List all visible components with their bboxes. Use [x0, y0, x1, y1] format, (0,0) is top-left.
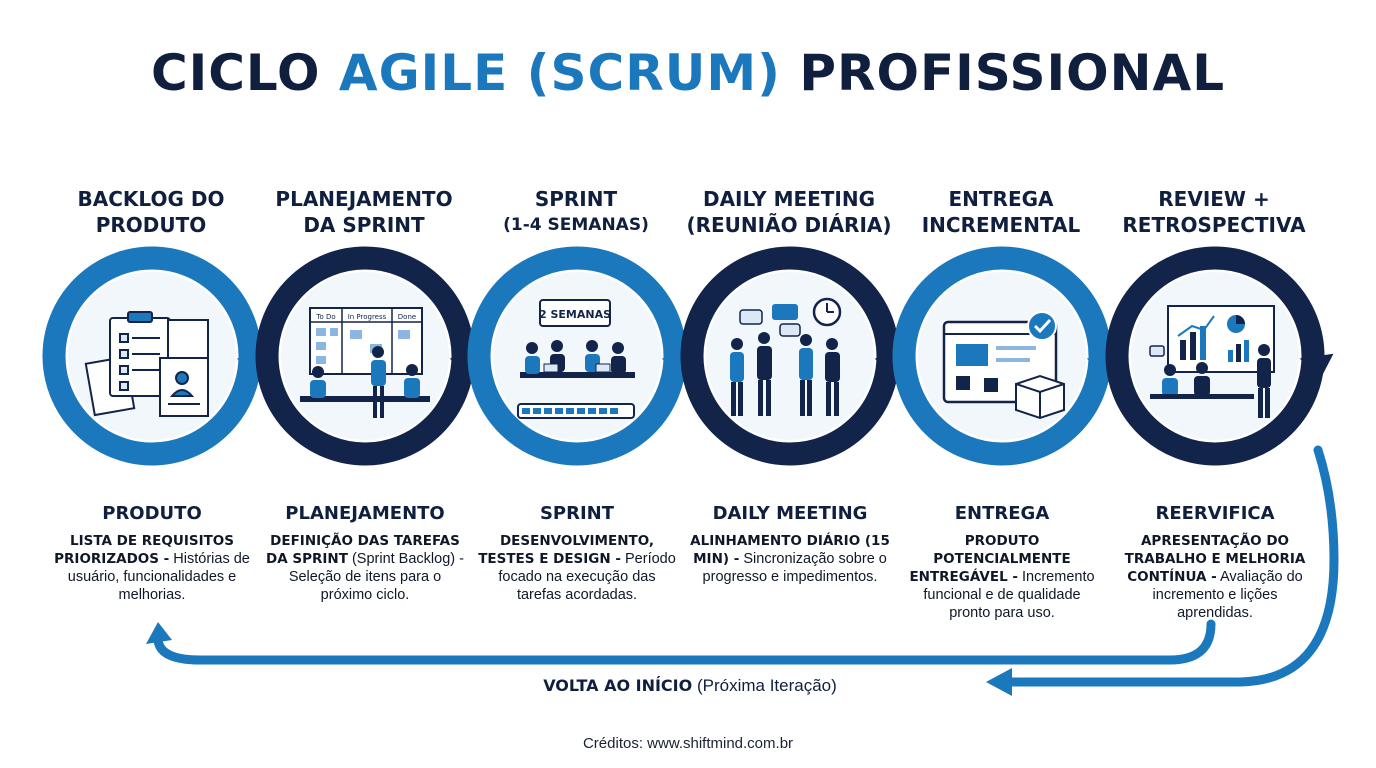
- stage-bold-text: PRODUTO POTENCIALMENTE ENTREGÁVEL -: [909, 533, 1071, 585]
- stage-heading: SPRINT: [539, 503, 615, 524]
- stage-description-backlog: PRODUTO LISTA DE REQUISITOS PRIORIZADOS …: [52, 502, 252, 604]
- stage-description-daily: DAILY MEETING ALINHAMENTO DIÁRIO (15 MIN…: [690, 502, 890, 586]
- kanban-board-team-icon: To Do In Progress Done: [300, 307, 430, 418]
- stage-title-line1: ENTREGA: [948, 187, 1054, 211]
- stage-text: Período focado na execução das tarefas a…: [498, 551, 676, 603]
- stage-title-daily: DAILY MEETING (REUNIÃO DIÁRIA): [684, 186, 894, 238]
- sprint-banner-text: 2 SEMANAS: [539, 308, 611, 321]
- stage-bold-text: APRESENTAÇÃO DO TRABALHO E MELHORIA CONT…: [1124, 533, 1306, 585]
- stage-title-line2: RETROSPECTIVA: [1122, 213, 1306, 237]
- standing-meeting-clock-icon: [730, 297, 842, 416]
- return-label: VOLTA AO INÍCIO (Próxima Iteração): [480, 676, 900, 696]
- browser-package-check-icon: [942, 311, 1065, 420]
- stage-heading: DAILY MEETING: [712, 503, 868, 524]
- stage-title-line2: (REUNIÃO DIÁRIA): [686, 213, 892, 237]
- stage-heading: PLANEJAMENTO: [285, 503, 445, 524]
- stage-title-line1: BACKLOG DO: [77, 187, 225, 211]
- stage-description-delivery: ENTREGA PRODUTO POTENCIALMENTE ENTREGÁVE…: [902, 502, 1102, 622]
- stage-description-sprint: SPRINT DESENVOLVIMENTO, TESTES E DESIGN …: [477, 502, 677, 604]
- stage-text: Sincronização sobre o progresso e impedi…: [702, 551, 887, 585]
- stage-title-line2: DA SPRINT: [303, 213, 425, 237]
- stage-bold-text: LISTA DE REQUISITOS PRIORIZADOS -: [54, 533, 235, 567]
- stage-title-line1: REVIEW +: [1158, 187, 1270, 211]
- stage-title-line1: PLANEJAMENTO: [275, 187, 453, 211]
- board-label-progress: In Progress: [348, 313, 387, 321]
- credits: Créditos: www.shiftmind.com.br: [582, 735, 794, 752]
- stage-text: Incremento funcional e de qualidade pron…: [923, 569, 1095, 621]
- stage-bold-text: ALINHAMENTO DIÁRIO (15 MIN) -: [690, 533, 890, 567]
- stage-title-line2: PRODUTO: [95, 213, 207, 237]
- stage-ring-3: [467, 246, 696, 466]
- stage-text: Avaliação do incremento e lições aprendi…: [1152, 569, 1303, 621]
- stage-title-review: REVIEW + RETROSPECTIVA: [1109, 186, 1319, 238]
- title-part1: CICLO: [150, 44, 339, 102]
- title-accent: AGILE (SCRUM): [338, 44, 781, 102]
- stage-title-sprint: SPRINT (1-4 SEMANAS): [471, 186, 681, 238]
- stage-title-line1: DAILY MEETING: [702, 187, 876, 211]
- return-label-bold: VOLTA AO INÍCIO: [543, 676, 693, 695]
- stage-text: (Sprint Backlog) - Seleção de itens para…: [288, 551, 464, 603]
- title-part3: PROFISSIONAL: [780, 44, 1226, 102]
- stage-bold-text: DEFINIÇÃO DAS TAREFAS DA SPRINT: [266, 533, 460, 567]
- page-title: CICLO AGILE (SCRUM) PROFISSIONAL: [0, 44, 1376, 102]
- stage-title-sub: (1-4 SEMANAS): [503, 215, 649, 235]
- stage-title-planning: PLANEJAMENTO DA SPRINT: [259, 186, 469, 238]
- stage-heading: REERVIFICA: [1155, 503, 1275, 524]
- stage-title-backlog: BACKLOG DO PRODUTO: [46, 186, 256, 238]
- stage-description-review: REERVIFICA APRESENTAÇÃO DO TRABALHO E ME…: [1115, 502, 1315, 622]
- documents-checklist-icon: [84, 311, 209, 417]
- return-label-normal: (Próxima Iteração): [692, 676, 837, 695]
- return-loop-arrow: [146, 445, 1339, 696]
- board-label-todo: To Do: [315, 313, 335, 321]
- stage-title-line1: SPRINT: [534, 187, 618, 211]
- stage-text: Histórias de usuário, funcionalidades e …: [67, 551, 250, 603]
- stage-bold-text: DESENVOLVIMENTO, TESTES E DESIGN -: [478, 533, 655, 567]
- presentation-chart-icon: [1149, 305, 1275, 418]
- team-working-icon: 2 SEMANAS: [517, 299, 635, 419]
- stage-heading: ENTREGA: [954, 503, 1050, 524]
- board-label-done: Done: [398, 313, 416, 321]
- stage-title-delivery: ENTREGA INCREMENTAL: [896, 186, 1106, 238]
- stage-heading: PRODUTO: [102, 503, 202, 524]
- stage-description-planning: PLANEJAMENTO DEFINIÇÃO DAS TAREFAS DA SP…: [265, 502, 465, 604]
- stage-title-line2: INCREMENTAL: [921, 213, 1081, 237]
